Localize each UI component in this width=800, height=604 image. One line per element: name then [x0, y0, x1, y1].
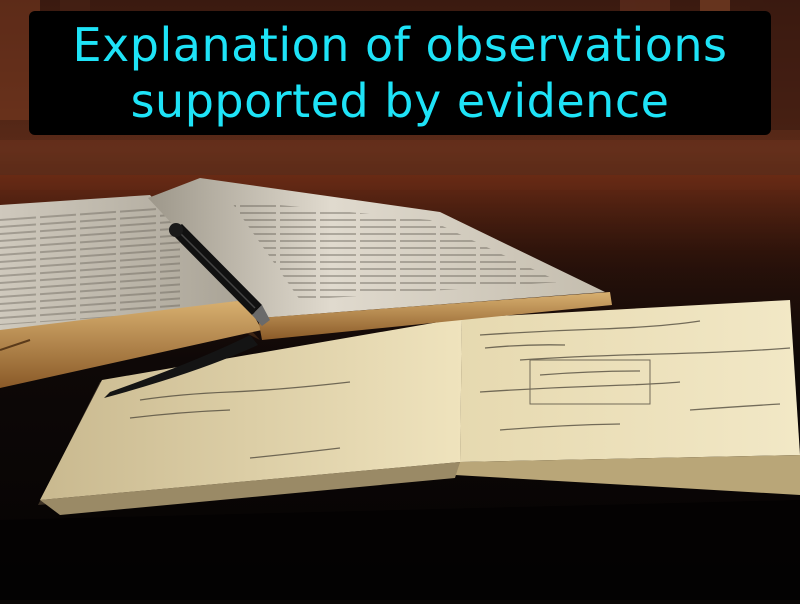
handwriting	[129, 320, 791, 459]
pen	[169, 223, 270, 326]
caption-box: Explanation of observations supported by…	[29, 11, 771, 135]
bookmark-ribbon	[104, 335, 258, 398]
notebook	[38, 300, 800, 515]
open-book	[0, 178, 612, 388]
table-foreground	[0, 500, 800, 600]
caption-text: Explanation of observations supported by…	[72, 18, 728, 128]
